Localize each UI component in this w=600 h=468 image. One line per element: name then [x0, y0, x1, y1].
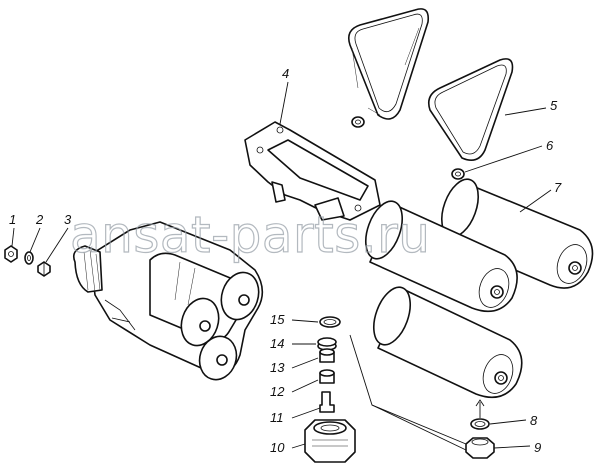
- part-label-1: 1: [9, 212, 16, 227]
- part-number-labels: 1 2 3 4 5 6 7 8 9 10 11 12 13 14 15: [9, 66, 562, 455]
- watermark-text: ansat-parts.ru: [70, 206, 430, 264]
- part-label-7: 7: [554, 180, 562, 195]
- plug-item-9: [465, 437, 495, 459]
- filter-assembly-left: [72, 221, 264, 381]
- nut-item-1: [4, 245, 18, 263]
- part-label-10: 10: [270, 440, 285, 455]
- part-label-4: 4: [282, 66, 289, 81]
- drive-belt-upper: [347, 8, 430, 120]
- mounting-bracket: [244, 121, 381, 221]
- spring-item-13: [319, 348, 335, 363]
- nut-on-belt: [351, 116, 365, 128]
- part-label-9: 9: [534, 440, 541, 455]
- part-label-2: 2: [35, 212, 44, 227]
- filter-canister-lower: [372, 286, 523, 399]
- filter-canister-middle: [364, 200, 518, 313]
- washer-item-2: [24, 251, 34, 265]
- fitting-item-10: [304, 419, 356, 463]
- washer-item-8: [470, 418, 490, 430]
- leader-lines: [11, 81, 552, 451]
- part-label-13: 13: [270, 360, 285, 375]
- bolt-item-3: [37, 261, 51, 277]
- part-label-15: 15: [270, 312, 285, 327]
- nut-item-6: [451, 168, 465, 180]
- drive-belt-lower: [427, 58, 514, 161]
- part-label-12: 12: [270, 384, 285, 399]
- washer-item-12: [319, 369, 335, 384]
- part-label-5: 5: [550, 98, 558, 113]
- part-label-3: 3: [64, 212, 72, 227]
- part-label-6: 6: [546, 138, 554, 153]
- valve-item-11: [319, 391, 335, 413]
- part-label-8: 8: [530, 413, 538, 428]
- snap-ring-item-15: [319, 316, 341, 328]
- part-label-14: 14: [270, 336, 284, 351]
- part-label-11: 11: [270, 410, 284, 425]
- filter-canister-right: [440, 178, 594, 289]
